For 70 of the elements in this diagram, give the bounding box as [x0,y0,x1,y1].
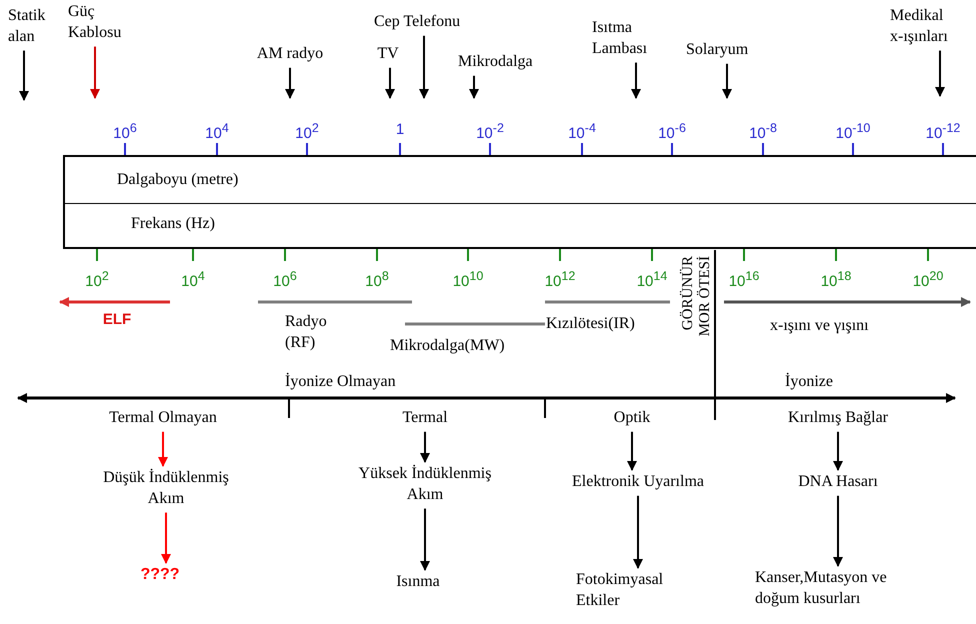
arrow [833,496,843,567]
arrow [90,46,100,99]
effect-label: Isınma [396,572,440,593]
source-label: Isıtma Lambası [592,18,682,60]
arrow [633,496,643,569]
tick-label: 10$^{8}$ [365,268,389,292]
arrow [285,68,295,99]
tick-label: 10$^{2}$ [85,268,109,292]
axis-title: Frekans (Hz) [131,215,215,233]
tick-label: 10$^{-4}$ [568,120,596,144]
source-label: Güç Kablosu [68,2,138,44]
source-label: TV [377,44,399,65]
source-label: Solaryum [686,40,748,61]
scale-bar [63,155,976,249]
warning-label: ???? [140,565,180,586]
tick-label: 10$^{-10}$ [836,120,870,144]
tick-label: 10$^{-2}$ [476,120,504,144]
source-label: Statik alan [8,6,58,48]
band-label: Radyo (RF) [285,312,328,353]
tick-label: 10$^{6}$ [273,268,297,292]
effect-label: Düşük İndüklenmiş Akım [86,468,246,510]
effect-label: Fotokimyasal Etkiler [576,570,706,612]
band-label: MOR ÖTESİ [698,256,713,336]
arrow [158,432,168,467]
tick-label: 10$^{-12}$ [926,120,960,144]
tick-label: 10$^{-8}$ [749,120,777,144]
region-label: İyonize Olmayan [285,372,396,392]
axis-title: Dalgaboyu (metre) [117,171,238,189]
tick-label: 10$^{16}$ [728,268,760,292]
band-label: Kızılötesi(IR) [546,314,635,334]
source-label: Cep Telefonu [374,12,460,33]
arrow [631,62,641,99]
tick-label: 10$^{2}$ [295,120,319,144]
source-label: AM radyo [256,44,324,65]
effect-label: Termal [402,408,448,429]
arrow [627,432,637,471]
tick-label: 10$^{20}$ [912,268,944,292]
tick-label: 10$^{12}$ [544,268,576,292]
band-label: ELF [102,310,132,330]
arrow [161,512,171,564]
effect-label: Elektronik Uyarılma [572,472,704,493]
tick-label: 10$^{18}$ [820,268,852,292]
arrow [469,76,479,99]
band-label: Mikrodalga(MW) [390,336,505,356]
arrow [935,50,945,97]
band-label: GÖRÜNÜR [681,256,696,330]
effect-label: Yüksek İndüklenmiş Akım [342,464,508,506]
tick-label: 10$^{4}$ [205,120,229,144]
effect-label: Kırılmış Bağlar [788,408,888,429]
effect-label: Termal Olmayan [109,408,217,429]
tick-label: 10$^{6}$ [113,120,137,144]
arrow [722,64,732,99]
region-label: İyonize [785,372,833,392]
arrow [420,508,430,571]
effect-label: Kanser,Mutasyon ve doğum kusurları [755,568,905,610]
arrow [19,50,29,101]
effect-label: Optik [614,408,650,429]
effect-label: DNA Hasarı [798,472,878,493]
source-label: Mikrodalga [458,52,533,73]
arrow [420,432,430,463]
source-label: Medikal x-ışınları [890,6,970,48]
arrow [419,36,429,99]
arrow [385,68,395,99]
tick-label: 10$^{10}$ [452,268,484,292]
tick-label: 10$^{-6}$ [658,120,686,144]
tick-label: 10$^{4}$ [181,268,205,292]
band-label: x-ışını ve γışını [770,316,869,336]
tick-label: 10$^{14}$ [636,268,668,292]
tick-label: 1 [396,120,404,140]
arrow [833,432,843,471]
